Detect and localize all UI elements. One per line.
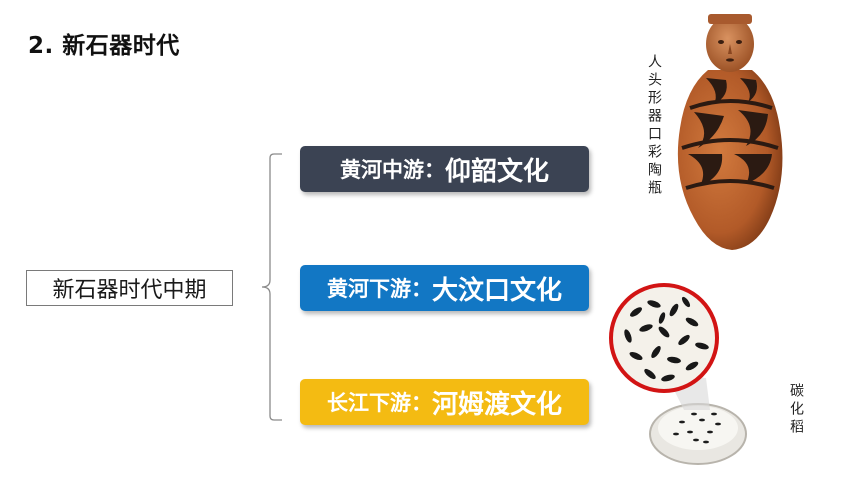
rice-caption: 碳化稻 [788,383,804,437]
culture-pill-hemudu: 长江下游：河姆渡文化 [300,379,589,425]
pottery-vase-image [677,14,783,250]
culture-region: 长江下游： [326,391,432,415]
culture-pill-yangshao: 黄河中游：仰韶文化 [300,146,589,192]
culture-region: 黄河下游： [326,277,432,301]
main-topic-box: 新石器时代中期 [26,270,233,306]
carbonized-rice-image [609,283,747,465]
slide-title: 2. 新石器时代 [28,33,180,59]
culture-region: 黄河中游： [339,158,445,182]
culture-name: 河姆渡文化 [431,389,562,420]
curly-brace [261,153,282,421]
culture-name: 大汶口文化 [431,275,562,306]
pottery-caption: 人头形器口彩陶瓶 [646,54,662,198]
culture-name: 仰韶文化 [444,156,549,187]
culture-pill-dawenkou: 黄河下游：大汶口文化 [300,265,589,311]
